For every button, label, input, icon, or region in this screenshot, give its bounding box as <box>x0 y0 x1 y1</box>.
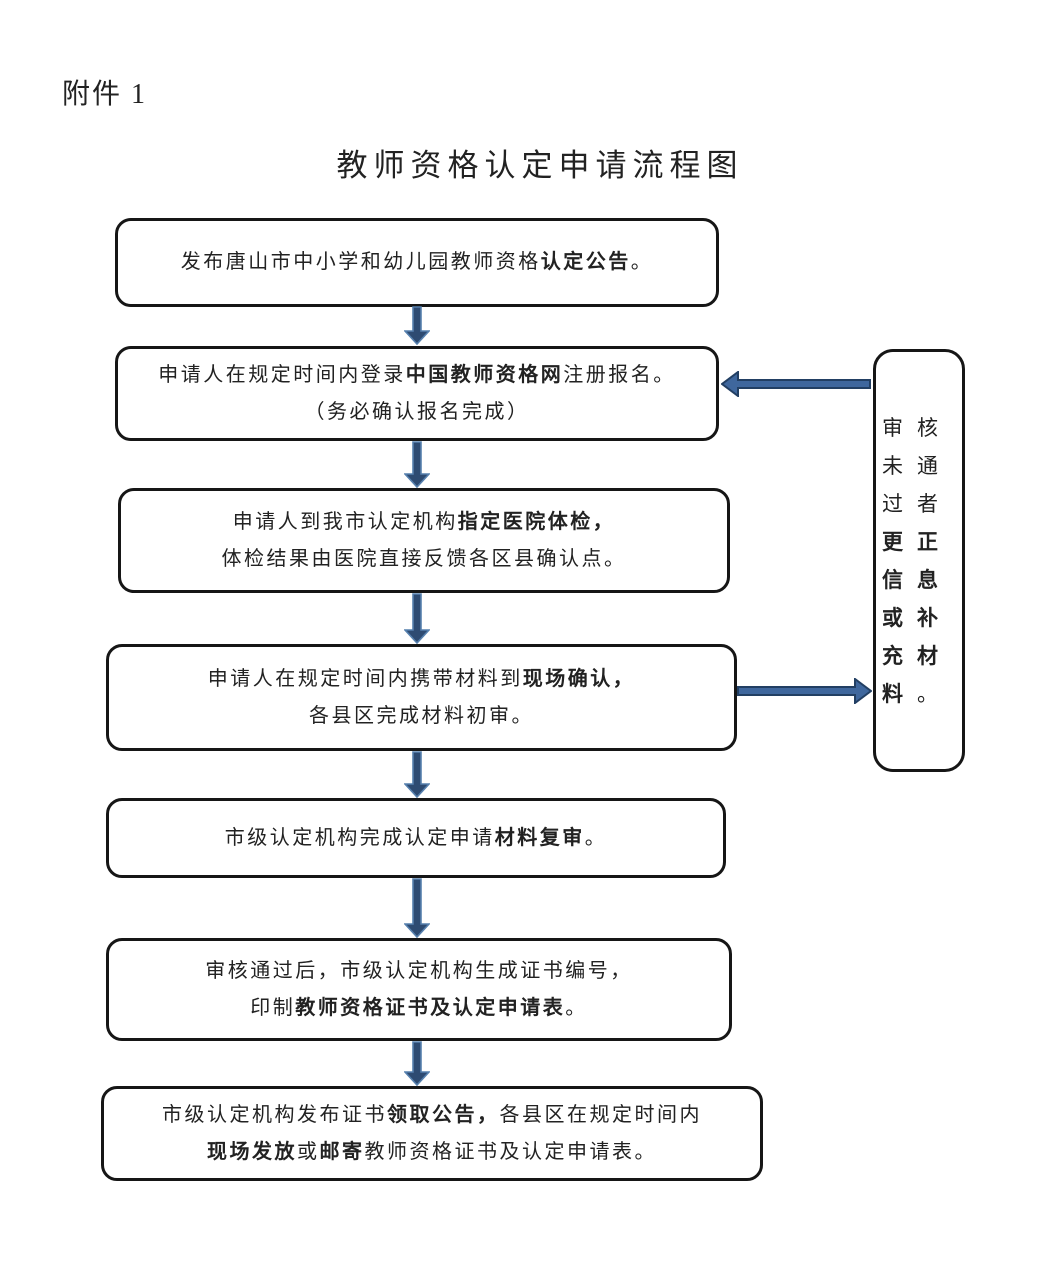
flow-step-material-review-text: 市级认定机构完成认定申请材料复审。 <box>224 826 608 849</box>
flow-step-material-review: 市级认定机构完成认定申请材料复审。 <box>106 798 726 878</box>
down-arrow-icon-step6-step7 <box>404 1041 430 1086</box>
flow-step-onsite-confirmation: 申请人在规定时间内携带材料到现场确认，各县区完成材料初审。 <box>106 644 737 751</box>
down-arrow-icon-step2-step3 <box>404 441 430 488</box>
flow-step-certificate-printing: 审核通过后，市级认定机构生成证书编号，印制教师资格证书及认定申请表。 <box>106 938 732 1041</box>
down-arrow-icon-step3-step4 <box>404 593 430 644</box>
down-arrow-icon-step5-step6 <box>404 878 430 938</box>
attachment-label: 附件 1 <box>62 79 148 110</box>
flow-step-announcement-text: 发布唐山市中小学和幼儿园教师资格认定公告。 <box>180 251 654 273</box>
left-arrow-icon-sidebox-step2 <box>721 371 871 397</box>
side-note-text: 审核未通过者更正信息或补充材料。 <box>882 415 952 706</box>
flow-step-medical-exam-text: 申请人到我市认定机构指定医院体检，体检结果由医院直接反馈各区县确认点。 <box>221 510 627 570</box>
down-arrow-icon-step1-step2 <box>404 306 430 345</box>
flow-step-certificate-issuance: 市级认定机构发布证书领取公告，各县区在规定时间内现场发放或邮寄教师资格证书及认定… <box>101 1086 763 1181</box>
flow-step-announcement: 发布唐山市中小学和幼儿园教师资格认定公告。 <box>115 218 719 307</box>
flow-step-certificate-printing-text: 审核通过后，市级认定机构生成证书编号，印制教师资格证书及认定申请表。 <box>205 959 633 1019</box>
right-arrow-icon-step4-sidebox <box>737 678 872 704</box>
flow-step-online-registration-text: 申请人在规定时间内登录中国教师资格网注册报名。（务必确认报名完成） <box>158 363 676 423</box>
down-arrow-icon-step4-step5 <box>404 751 430 798</box>
page-title: 教师资格认定申请流程图 <box>336 148 744 183</box>
flow-step-onsite-confirmation-text: 申请人在规定时间内携带材料到现场确认，各县区完成材料初审。 <box>207 667 636 727</box>
flow-step-certificate-issuance-text: 市级认定机构发布证书领取公告，各县区在规定时间内现场发放或邮寄教师资格证书及认定… <box>162 1103 702 1163</box>
flow-step-medical-exam: 申请人到我市认定机构指定医院体检，体检结果由医院直接反馈各区县确认点。 <box>118 488 730 593</box>
flow-step-online-registration: 申请人在规定时间内登录中国教师资格网注册报名。（务必确认报名完成） <box>115 346 719 441</box>
side-note-box-review-failed: 审核未通过者更正信息或补充材料。 <box>873 349 965 772</box>
